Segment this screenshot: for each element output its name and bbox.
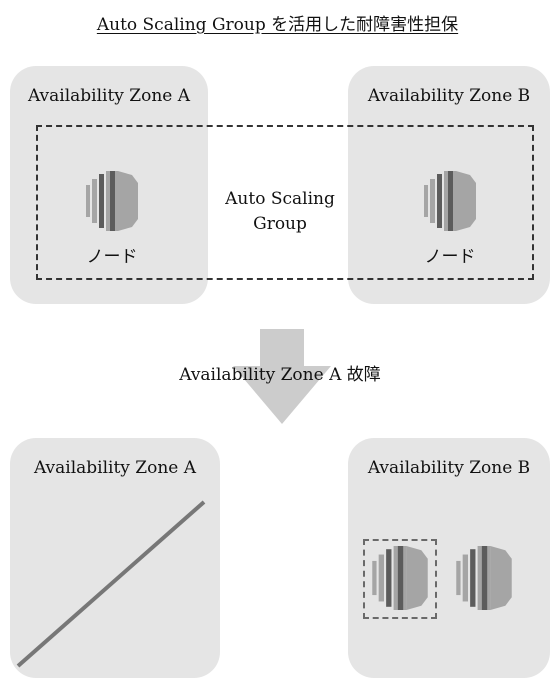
bottom-zone-b-label: Availability Zone B bbox=[367, 458, 531, 478]
diagram-title: Auto Scaling Group を活用した耐障害性担保 bbox=[96, 15, 459, 35]
server-node-icon bbox=[424, 171, 476, 231]
top-node-a-label: ノード bbox=[86, 247, 138, 267]
top-node-b-label: ノード bbox=[424, 247, 476, 267]
down-arrow-icon bbox=[233, 329, 331, 424]
top-zone-b-label: Availability Zone B bbox=[367, 86, 531, 106]
bottom-zone-a-label: Availability Zone A bbox=[33, 458, 197, 478]
failed-zone-slash-icon bbox=[16, 500, 206, 668]
auto-scaling-group-boundary bbox=[36, 125, 534, 280]
top-zone-a-label: Availability Zone A bbox=[27, 86, 191, 106]
transition-label: Availability Zone A 故障 bbox=[179, 365, 381, 385]
bottom-zone-a: Availability Zone A bbox=[10, 438, 220, 678]
auto-scaling-group-label-line2: Group bbox=[253, 214, 307, 234]
auto-scaling-group-label-line1: Auto Scaling bbox=[225, 189, 335, 209]
server-node-icon bbox=[86, 171, 138, 231]
server-node-icon bbox=[372, 546, 428, 610]
new-node-boundary bbox=[363, 539, 437, 619]
server-node-icon bbox=[456, 546, 512, 610]
